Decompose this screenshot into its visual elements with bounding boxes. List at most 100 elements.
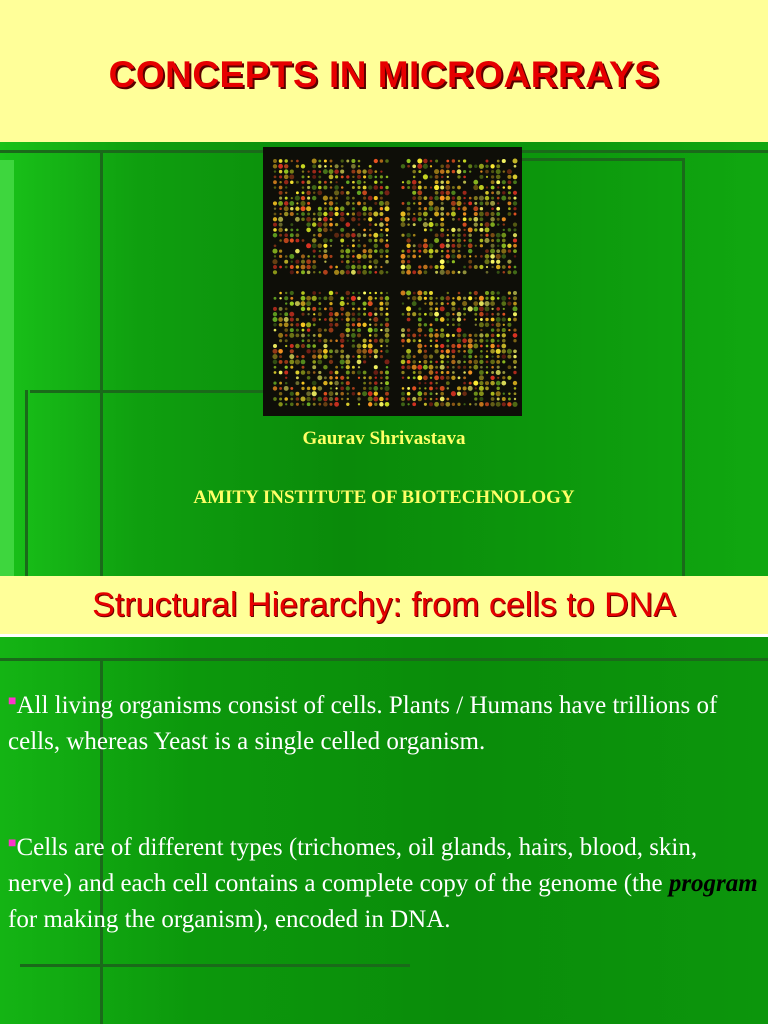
microarray-spot: [480, 328, 483, 332]
microarray-spot: [295, 333, 300, 338]
microarray-spot: [435, 159, 439, 163]
microarray-spot: [495, 322, 501, 328]
microarray-spot: [329, 165, 333, 168]
microarray-spot: [340, 312, 344, 316]
microarray-spot: [434, 249, 439, 253]
microarray-spot: [401, 365, 405, 369]
microarray-spot: [496, 196, 500, 200]
microarray-spot: [379, 402, 384, 407]
microarray-spot: [491, 196, 495, 200]
microarray-spot: [406, 238, 411, 243]
microarray-spot: [456, 200, 462, 206]
microarray-spot: [357, 260, 361, 264]
microarray-spot: [496, 291, 500, 295]
microarray-spot: [435, 297, 438, 300]
microarray-spot: [295, 370, 300, 375]
microarray-spot: [495, 264, 501, 270]
microarray-spot: [501, 265, 506, 269]
microarray-spot: [273, 397, 277, 401]
microarray-spot: [451, 243, 456, 248]
microarray-spot: [272, 259, 278, 265]
microarray-spot: [357, 397, 361, 401]
microarray-spot: [356, 211, 362, 217]
microarray-spot: [435, 360, 438, 364]
microarray-spot: [507, 291, 512, 295]
microarray-spot: [463, 307, 467, 311]
microarray-spot: [295, 328, 299, 332]
microarray-spot: [323, 296, 328, 301]
microarray-spot: [363, 228, 366, 232]
microarray-spot: [490, 175, 495, 179]
microarray-spot: [368, 402, 373, 407]
microarray-spot: [490, 222, 495, 227]
microarray-spot: [512, 296, 518, 301]
microarray-spot: [374, 223, 378, 227]
microarray-spot: [312, 306, 317, 311]
microarray-spot: [306, 180, 311, 185]
microarray-spot: [440, 212, 445, 216]
microarray-spot: [346, 333, 350, 338]
microarray-spot: [445, 195, 451, 201]
microarray-spot: [351, 312, 356, 316]
microarray-spot: [513, 249, 517, 254]
microarray-spot: [401, 185, 405, 190]
microarray-spot: [301, 365, 305, 369]
microarray-spot: [306, 243, 312, 249]
microarray-spot: [491, 323, 494, 327]
microarray-spot: [490, 233, 495, 238]
microarray-spot: [290, 386, 294, 390]
microarray-spot: [467, 248, 473, 254]
microarray-spot: [323, 402, 328, 407]
microarray-spot: [367, 343, 373, 349]
microarray-spot: [369, 355, 372, 358]
microarray-spot: [334, 349, 339, 354]
microarray-spot: [417, 195, 423, 201]
microarray-spot: [345, 359, 351, 365]
microarray-spot: [490, 290, 495, 296]
microarray-spot: [289, 301, 294, 306]
microarray-spot: [407, 403, 410, 406]
microarray-spot: [284, 159, 288, 163]
microarray-spot: [490, 343, 495, 349]
microarray-spot: [317, 211, 323, 217]
microarray-spot: [278, 200, 284, 206]
microarray-spot: [272, 248, 278, 254]
microarray-spot: [307, 255, 310, 258]
microarray-spot: [467, 243, 473, 249]
microarray-spot: [296, 212, 299, 216]
microarray-spot: [418, 381, 422, 385]
microarray-spot: [351, 365, 355, 369]
microarray-spot: [318, 370, 322, 375]
microarray-spot: [273, 371, 277, 374]
microarray-spot: [318, 271, 321, 274]
microarray-spot: [478, 385, 484, 391]
microarray-spot: [278, 222, 283, 227]
microarray-spot: [512, 238, 518, 243]
microarray-spot: [296, 355, 299, 358]
microarray-spot: [407, 164, 410, 168]
microarray-spot: [363, 376, 367, 380]
microarray-spot: [356, 359, 362, 365]
microarray-spot: [469, 403, 472, 406]
microarray-spot: [485, 371, 489, 374]
microarray-spot: [289, 391, 294, 396]
microarray-spot: [279, 397, 283, 401]
microarray-spot: [285, 403, 288, 406]
microarray-spot: [406, 397, 411, 401]
microarray-spot: [328, 306, 334, 311]
microarray-spot: [457, 402, 461, 406]
microarray-spot: [317, 348, 323, 354]
microarray-spot: [272, 386, 278, 391]
microarray-spot: [322, 253, 328, 259]
microarray-spot: [346, 402, 350, 406]
microarray-spot: [484, 306, 490, 312]
microarray-spot: [300, 254, 306, 259]
microarray-spot: [356, 179, 362, 185]
microarray-spot: [490, 317, 495, 322]
microarray-spot: [339, 301, 345, 307]
microarray-spot: [345, 270, 350, 275]
microarray-spot: [417, 190, 423, 196]
microarray-spot: [307, 339, 311, 343]
microarray-spot: [474, 296, 478, 300]
microarray-spot: [513, 339, 517, 343]
